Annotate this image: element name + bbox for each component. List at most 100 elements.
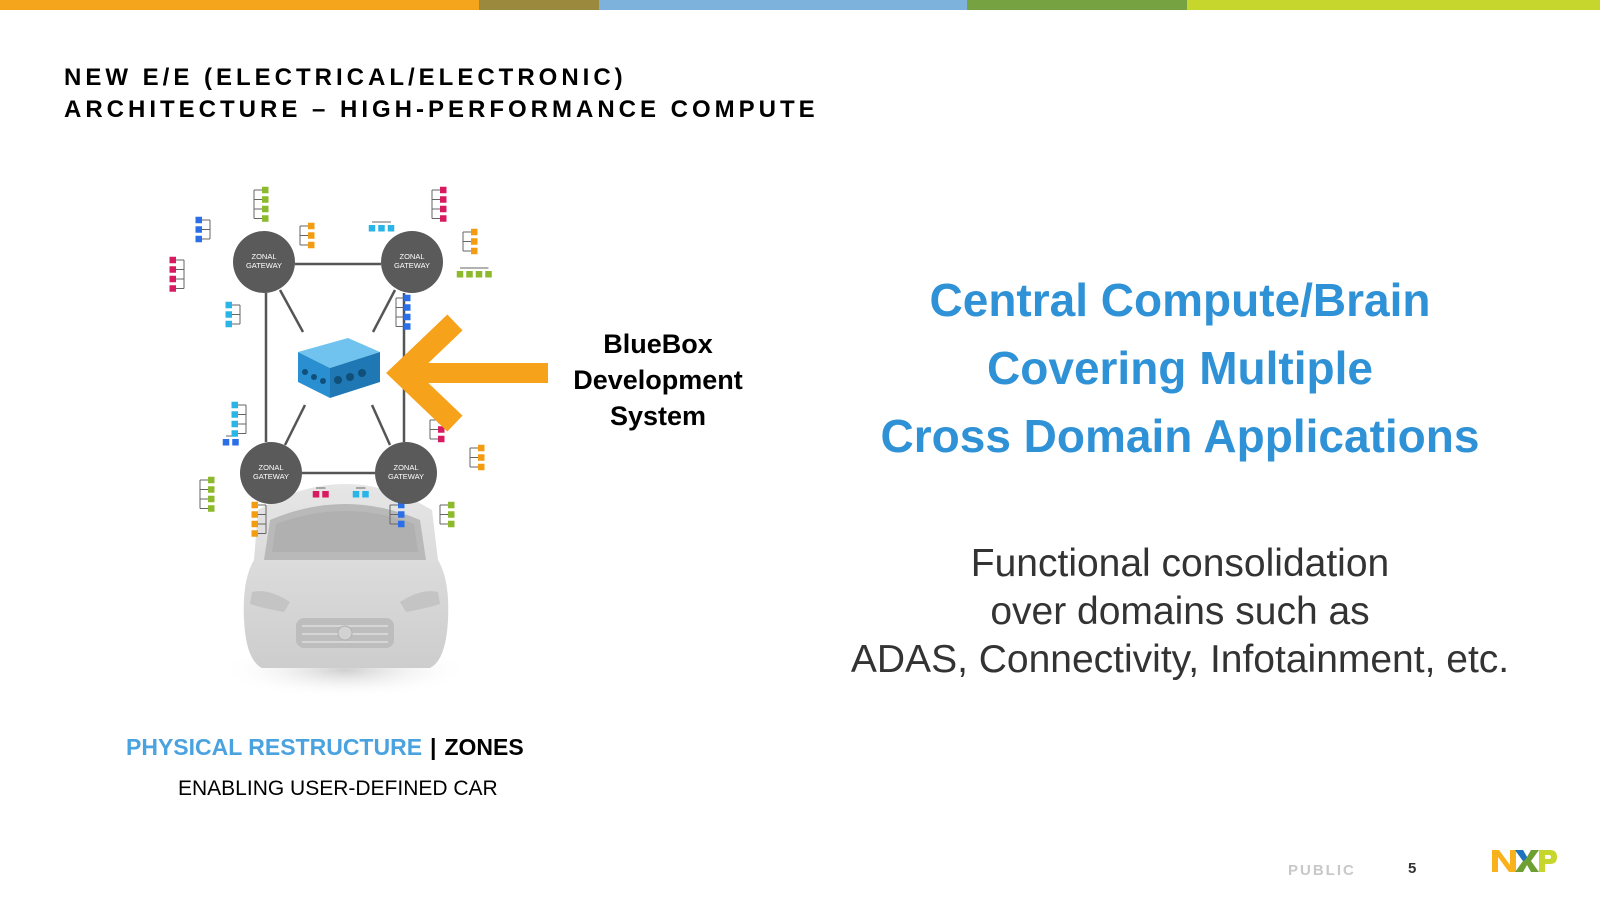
subtext-line3: ADAS, Connectivity, Infotainment, etc.: [850, 638, 1510, 681]
bluebox-label: BlueBox Development System: [558, 326, 758, 434]
bluebox-device: [298, 338, 380, 398]
ecu-node: [466, 271, 473, 278]
ecu-node: [352, 491, 360, 498]
ecu-node: [478, 463, 485, 471]
link-center-bottom-right: [370, 404, 392, 446]
ecu-node: [251, 511, 258, 518]
ecu-node: [378, 225, 385, 232]
ecu-node: [404, 323, 411, 330]
ecu-node: [231, 411, 238, 418]
link-center-top-right: [371, 289, 397, 333]
ecu-node: [195, 216, 202, 224]
caption-line: PHYSICAL RESTRUCTURE | ZONES: [126, 733, 524, 761]
ecu-node: [471, 247, 478, 255]
caption-separator: |: [430, 734, 437, 760]
ecu-node: [398, 511, 405, 518]
ecu-node: [456, 271, 464, 278]
svg-text:GATEWAY: GATEWAY: [388, 472, 424, 481]
zonal-architecture-diagram: ZONAL GATEWAY ZONAL GATEWAY ZONAL GATEWA…: [169, 186, 548, 698]
svg-text:ZONAL: ZONAL: [258, 463, 283, 472]
ecu-node: [387, 225, 395, 232]
ecu-nodes: [169, 186, 492, 537]
ecu-node: [312, 491, 320, 498]
ecu-node: [208, 495, 215, 503]
ecu-node: [368, 225, 376, 232]
bluebox-label-line1: BlueBox: [603, 329, 713, 359]
subtext-line1: Functional consolidation: [970, 542, 1390, 585]
ecu-node: [208, 505, 215, 512]
slide-title-line2: ARCHITECTURE – HIGH-PERFORMANCE COMPUTE: [64, 96, 819, 123]
zonal-gateway-bottom-left: ZONAL GATEWAY: [240, 442, 302, 504]
nxp-logo: [1492, 850, 1557, 872]
link-center-bottom-left: [283, 404, 307, 446]
ecu-node: [169, 285, 176, 292]
ecu-wiring: [176, 189, 489, 534]
ecu-node: [169, 266, 176, 273]
ecu-node: [251, 501, 258, 509]
ecu-node: [169, 275, 176, 283]
ecu-node: [438, 435, 445, 443]
ecu-node: [225, 311, 232, 318]
ecu-node: [262, 215, 269, 222]
color-segment-blue: [599, 0, 967, 10]
ecu-node: [251, 530, 258, 537]
zonal-gateway-bottom-right: ZONAL GATEWAY: [375, 442, 437, 504]
ecu-node: [448, 520, 455, 528]
ecu-node: [231, 401, 238, 409]
svg-text:GATEWAY: GATEWAY: [394, 261, 430, 270]
footer-classification: PUBLIC: [1288, 862, 1356, 879]
ecu-node: [438, 426, 445, 433]
ecu-node: [195, 226, 202, 233]
ecu-node: [169, 256, 176, 264]
ecu-node: [308, 241, 315, 249]
svg-text:ZONAL: ZONAL: [399, 252, 424, 261]
ecu-node: [448, 511, 455, 518]
orange-arrow: [386, 314, 548, 432]
car-image: [220, 484, 470, 698]
ecu-node: [232, 439, 239, 446]
color-segment-lime: [1187, 0, 1600, 10]
ecu-node: [398, 501, 405, 509]
caption-subtitle: ENABLING USER-DEFINED CAR: [178, 777, 498, 800]
zonal-gateway-top-left: ZONAL GATEWAY: [233, 231, 295, 293]
ecu-node: [471, 228, 478, 236]
ecu-node: [440, 205, 447, 213]
color-segment-olive: [479, 0, 599, 10]
ecu-node: [225, 301, 232, 309]
caption-emphasis: ZONES: [444, 734, 524, 760]
svg-text:ZONAL: ZONAL: [393, 463, 418, 472]
ecu-node: [404, 313, 411, 321]
ecu-node: [208, 476, 215, 484]
ecu-node: [440, 215, 447, 222]
ecu-node: [485, 271, 492, 278]
bluebox-label-line2: Development: [573, 365, 743, 395]
color-segment-green: [967, 0, 1187, 10]
ecu-node: [475, 271, 483, 278]
ecu-node: [404, 304, 411, 311]
ecu-node: [222, 439, 230, 446]
ecu-node: [225, 320, 232, 328]
ecu-node: [231, 420, 238, 428]
ecu-node: [308, 232, 315, 239]
svg-text:GATEWAY: GATEWAY: [246, 261, 282, 270]
zonal-gateway-top-right: ZONAL GATEWAY: [381, 231, 443, 293]
ecu-node: [262, 205, 269, 213]
svg-text:ZONAL: ZONAL: [251, 252, 276, 261]
ecu-node: [398, 520, 405, 528]
ecu-node: [448, 501, 455, 509]
slide-title-line1: NEW E/E (ELECTRICAL/ELECTRONIC): [64, 64, 627, 91]
ecu-node: [440, 196, 447, 203]
slide-title: NEW E/E (ELECTRICAL/ELECTRONIC) ARCHITEC…: [64, 62, 819, 126]
subtext: Functional consolidation over domains su…: [800, 540, 1560, 684]
ecu-node: [471, 238, 478, 245]
ecu-node: [322, 491, 329, 498]
bluebox-label-line3: System: [609, 401, 707, 431]
ecu-node: [262, 186, 269, 194]
link-center-top-left: [278, 289, 305, 333]
caption-highlight: PHYSICAL RESTRUCTURE: [126, 734, 423, 760]
color-segment-orange: [0, 0, 479, 10]
ecu-node: [195, 235, 202, 243]
ecu-node: [478, 444, 485, 452]
ecu-node: [362, 491, 369, 498]
top-color-bar: [0, 0, 1600, 10]
